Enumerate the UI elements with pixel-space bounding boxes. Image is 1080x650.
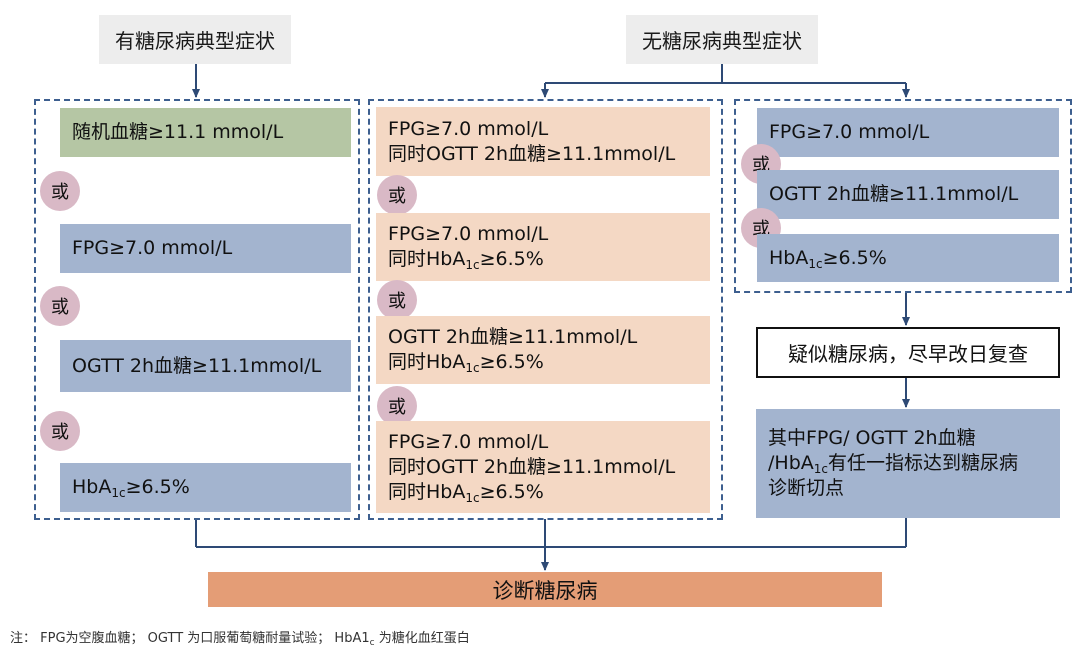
combo3-line2: 同时HbA1c≥6.5% — [388, 351, 544, 375]
combo4-line2: 同时OGTT 2h血糖≥11.1mmol/L — [388, 455, 676, 478]
or-circle: 或 — [40, 171, 80, 211]
suspect-recheck-box: 疑似糖尿病，尽早改日复查 — [756, 327, 1060, 378]
fpg-text: FPG≥7.0 mmol/L — [72, 237, 233, 259]
right-fpg-text: FPG≥7.0 mmol/L — [769, 121, 930, 143]
hba1c-text: HbA1c≥6.5% — [72, 476, 190, 500]
or-circle: 或 — [40, 286, 80, 326]
recheck-result-box: 其中FPG/ OGTT 2h血糖 /HbA1c有任一指标达到糖尿病 诊断切点 — [756, 409, 1060, 518]
left-group-frame — [34, 99, 360, 520]
or-circle: 或 — [377, 386, 417, 426]
or-circle: 或 — [40, 411, 80, 451]
suspect-text: 疑似糖尿病，尽早改日复查 — [788, 342, 1028, 366]
combo-fpg-ogtt-box: FPG≥7.0 mmol/L 同时OGTT 2h血糖≥11.1mmol/L — [376, 107, 710, 176]
combo-all-three-box: FPG≥7.0 mmol/L 同时OGTT 2h血糖≥11.1mmol/L 同时… — [376, 421, 710, 513]
diagnosis-bar: 诊断糖尿病 — [208, 572, 882, 607]
diagnosis-text: 诊断糖尿病 — [492, 578, 598, 603]
header-with-symptoms: 有糖尿病典型症状 — [99, 15, 291, 64]
combo1-line2: 同时OGTT 2h血糖≥11.1mmol/L — [388, 142, 676, 165]
footnote: 注： FPG为空腹血糖； OGTT 为口服葡萄糖耐量试验； HbA1c 为糖化血… — [10, 631, 470, 648]
fpg-box: FPG≥7.0 mmol/L — [60, 224, 351, 273]
or-circle: 或 — [377, 280, 417, 320]
right-ogtt-box: OGTT 2h血糖≥11.1mmol/L — [757, 170, 1059, 219]
right-ogtt-text: OGTT 2h血糖≥11.1mmol/L — [769, 183, 1019, 205]
recheck-line2: /HbA1c有任一指标达到糖尿病 — [768, 452, 1018, 476]
combo3-line1: OGTT 2h血糖≥11.1mmol/L — [388, 326, 638, 348]
recheck-line1: 其中FPG/ OGTT 2h血糖 — [768, 427, 976, 449]
right-group-frame — [734, 99, 1072, 293]
combo-fpg-hba1c-box: FPG≥7.0 mmol/L 同时HbA1c≥6.5% — [376, 213, 710, 281]
ogtt-text: OGTT 2h血糖≥11.1mmol/L — [72, 354, 322, 377]
random-glucose-text: 随机血糖≥11.1 mmol/L — [72, 121, 284, 143]
right-hba1c-text: HbA1c≥6.5% — [769, 246, 887, 271]
header-without-symptoms: 无糖尿病典型症状 — [626, 15, 818, 64]
or-circle: 或 — [377, 175, 417, 215]
recheck-line3: 诊断切点 — [768, 477, 845, 499]
right-hba1c-box: HbA1c≥6.5% — [757, 234, 1059, 282]
combo-ogtt-hba1c-box: OGTT 2h血糖≥11.1mmol/L 同时HbA1c≥6.5% — [376, 316, 710, 384]
combo4-line1: FPG≥7.0 mmol/L — [388, 430, 549, 453]
combo2-line2: 同时HbA1c≥6.5% — [388, 248, 544, 272]
random-glucose-box: 随机血糖≥11.1 mmol/L — [60, 108, 351, 157]
combo2-line1: FPG≥7.0 mmol/L — [388, 223, 549, 245]
combo4-line3: 同时HbA1c≥6.5% — [388, 480, 544, 505]
ogtt-box: OGTT 2h血糖≥11.1mmol/L — [60, 340, 351, 392]
middle-group-frame — [368, 99, 723, 520]
hba1c-box: HbA1c≥6.5% — [60, 463, 351, 512]
right-fpg-box: FPG≥7.0 mmol/L — [757, 108, 1059, 157]
combo1-line1: FPG≥7.0 mmol/L — [388, 117, 549, 140]
